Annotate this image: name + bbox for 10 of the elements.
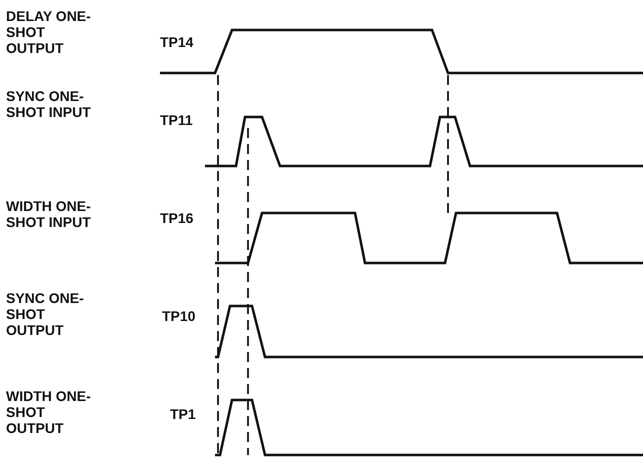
signal-name: WIDTH ONE-SHOT OUTPUT xyxy=(6,388,92,436)
signal-name: SYNC ONE-SHOT INPUT xyxy=(6,88,92,120)
signal-name: WIDTH ONE-SHOT INPUT xyxy=(6,198,92,230)
signal-name: DELAY ONE-SHOT OUTPUT xyxy=(6,8,92,56)
test-point-label: TP16 xyxy=(160,210,194,226)
test-point-label: TP1 xyxy=(170,406,196,422)
signal-name: SYNC ONE-SHOT OUTPUT xyxy=(6,290,85,338)
test-point-label: TP10 xyxy=(162,308,196,324)
test-point-label: TP14 xyxy=(160,34,194,50)
test-point-label: TP11 xyxy=(160,112,193,128)
